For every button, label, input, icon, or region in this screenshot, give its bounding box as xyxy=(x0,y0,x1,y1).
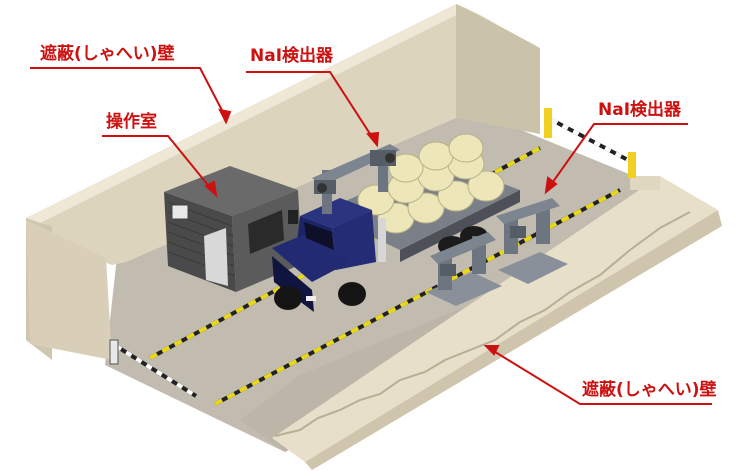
cargo-load xyxy=(357,133,505,234)
lane-marking-right-yellow xyxy=(214,188,621,406)
shield-wall-front-end xyxy=(630,176,660,190)
label-nai-detector-top: NaI検出器 xyxy=(250,46,334,66)
shield-wall-front-side xyxy=(305,210,722,470)
shield-wall-front-rough-edge xyxy=(274,211,691,437)
truck-wheels xyxy=(274,282,366,310)
truck-cab-side xyxy=(332,210,376,270)
control-room-window xyxy=(248,210,284,254)
label-operation-room: 操作室 xyxy=(106,112,157,132)
truck-windshield xyxy=(304,222,334,250)
truck-hood xyxy=(272,232,350,282)
shield-wall-left-end-front xyxy=(26,220,112,360)
truck-exhaust-stack xyxy=(378,218,386,262)
control-room-door xyxy=(204,228,228,286)
truck-cab-roof xyxy=(300,198,372,228)
control-room-ac-unit xyxy=(171,204,189,220)
shield-wall-left-face xyxy=(26,4,456,265)
control-room-top xyxy=(164,166,298,216)
trailer-bed-side xyxy=(400,190,520,262)
annotation-arrows xyxy=(30,67,712,405)
label-shield-wall-top: 遮蔽(しゃへい)壁 xyxy=(40,44,175,64)
barrier-post-front xyxy=(109,339,119,365)
truck-headlight xyxy=(306,296,316,301)
barrier-arm-back-stripe xyxy=(551,118,629,162)
nai-detector-platforms xyxy=(426,198,568,306)
shield-wall-left-top xyxy=(26,4,468,223)
truck-grille xyxy=(272,256,314,312)
barrier-post-back xyxy=(544,108,552,138)
label-shield-wall-bottom: 遮蔽(しゃへい)壁 xyxy=(582,380,717,400)
label-nai-detector-right: NaI検出器 xyxy=(598,100,682,120)
shield-wall-back-face xyxy=(456,4,540,134)
barrier-post-right xyxy=(628,152,636,178)
barrier-arm-front-stripe xyxy=(114,344,198,398)
nai-detector-gantry-top xyxy=(312,144,400,214)
control-room-vent xyxy=(288,210,298,224)
